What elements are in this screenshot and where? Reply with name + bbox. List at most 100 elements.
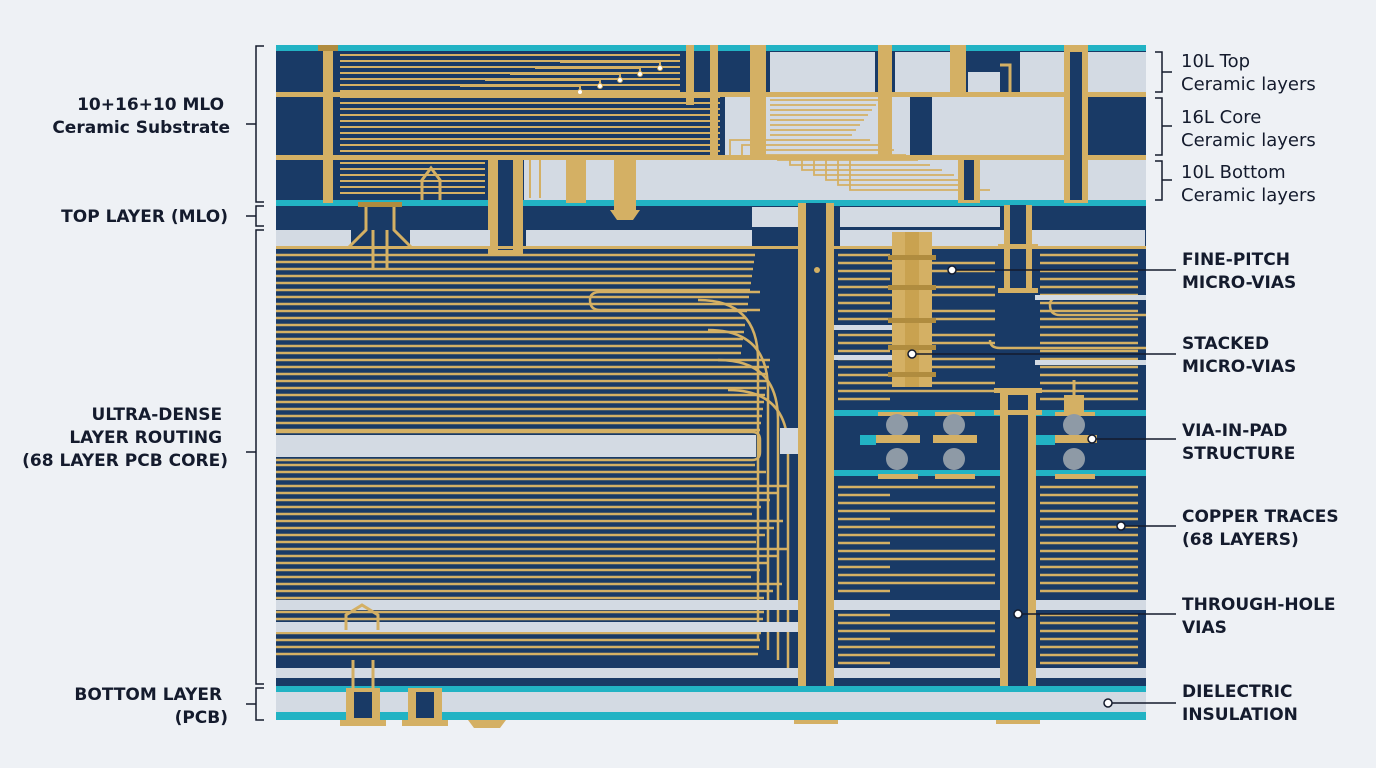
- bottom-ceramic-block: [980, 160, 1065, 200]
- via-ball: [1063, 448, 1085, 470]
- bracket-top-ceramic: [1155, 51, 1172, 93]
- label-top-ceramic: 10L Top Ceramic layers: [1181, 51, 1316, 95]
- mlo-via: [878, 45, 892, 155]
- left-labels: 10+16+10 MLO Ceramic Substrate TOP LAYER…: [22, 95, 230, 728]
- mlo-via-arrow: [420, 165, 442, 200]
- label-dielectric: DIELECTRIC INSULATION: [1182, 682, 1298, 725]
- label-through-hole-line1: THROUGH-HOLE: [1182, 595, 1336, 615]
- trace-end-dot: [617, 77, 623, 83]
- marker-dot: [1116, 521, 1126, 531]
- label-routing-line2: LAYER ROUTING: [69, 428, 222, 448]
- dielectric-strip: [780, 428, 802, 454]
- marker-dot: [814, 267, 820, 273]
- right-labels: 10L Top Ceramic layers 16L Core Ceramic …: [1181, 51, 1345, 725]
- mlo-via: [750, 45, 766, 155]
- label-core-ceramic-line2: Ceramic layers: [1181, 130, 1316, 151]
- top-ceramic-block: [770, 52, 875, 92]
- right-brackets: [1155, 51, 1172, 201]
- micro-via-ring: [888, 285, 936, 290]
- bottom-via-cap: [402, 720, 448, 726]
- label-through-hole-line2: VIAS: [1182, 618, 1227, 638]
- micro-via-ring: [888, 255, 936, 260]
- bottom-ceramic-block: [586, 160, 614, 200]
- bracket-mlo: [246, 45, 264, 203]
- mlo-via: [912, 97, 932, 155]
- label-copper-traces-line1: COPPER TRACES: [1182, 507, 1339, 527]
- top-layer-ceramic: [276, 230, 351, 246]
- label-fine-pitch-line1: FINE-PITCH: [1182, 250, 1290, 270]
- bottom-ceramic: [276, 692, 1146, 712]
- via-in-pad-stack: [1053, 412, 1097, 479]
- copper-trace: [460, 85, 581, 90]
- top-ceramic-block: [968, 72, 1000, 92]
- label-via-in-pad-line1: VIA-IN-PAD: [1182, 421, 1287, 441]
- trace-end-dot: [597, 83, 603, 89]
- mlo-staircase-traces: [729, 99, 990, 191]
- top-layer-ceramic: [840, 230, 1145, 246]
- pad: [876, 435, 920, 443]
- label-routing-line3: (68 LAYER PCB CORE): [22, 451, 228, 471]
- via-in-pad-cyan: [1035, 435, 1055, 445]
- marker-dot: [907, 349, 917, 359]
- mlo-ceramic-substrate: [276, 45, 1146, 255]
- mlo-via-cap: [318, 45, 338, 51]
- pad: [935, 412, 975, 416]
- micro-via-ring: [998, 244, 1038, 249]
- via-ball: [886, 414, 908, 436]
- copper-trace: [560, 61, 661, 66]
- label-routing-line1: ULTRA-DENSE: [92, 405, 223, 425]
- copper-trace-layers: [276, 253, 1146, 670]
- micro-via-ring: [998, 288, 1038, 293]
- dielectric-strip: [1035, 360, 1146, 365]
- label-bottom-layer-line1: BOTTOM LAYER: [74, 685, 222, 705]
- dielectric-strip: [276, 622, 806, 632]
- dielectric-strip: [832, 600, 1002, 610]
- copper-trace: [813, 155, 954, 176]
- label-top-ceramic-line1: 10L Top: [1181, 51, 1250, 72]
- via-in-pad-top: [1064, 395, 1084, 413]
- mlo-via-core: [1070, 52, 1082, 200]
- label-dielectric-line2: INSULATION: [1182, 705, 1298, 725]
- bracket-core-ceramic: [1155, 97, 1172, 156]
- mlo-vias: [318, 45, 1088, 255]
- bottom-via-core: [354, 692, 372, 718]
- label-bottom-ceramic-line1: 10L Bottom: [1181, 162, 1286, 183]
- marker-dot: [1087, 434, 1097, 444]
- label-via-in-pad: VIA-IN-PAD STRUCTURE: [1182, 421, 1295, 464]
- bottom-layer-pcb: [276, 603, 1146, 728]
- bracket-routing: [246, 229, 264, 685]
- mlo-via: [614, 155, 636, 210]
- bottom-via-cap: [340, 720, 386, 726]
- label-bottom-ceramic: 10L Bottom Ceramic layers: [1181, 162, 1316, 206]
- mlo-via-cone: [610, 210, 640, 220]
- annotation-markers: [814, 265, 1126, 708]
- through-hole-via-core: [1008, 395, 1028, 717]
- copper-trace: [741, 144, 882, 155]
- through-hole-via-ring: [994, 410, 1042, 415]
- pad: [1053, 435, 1097, 443]
- label-stacked: STACKED MICRO-VIAS: [1182, 334, 1296, 377]
- label-core-ceramic-line1: 16L Core: [1181, 107, 1261, 128]
- via-ball: [943, 414, 965, 436]
- core-ceramic-separator: [276, 155, 1146, 160]
- dielectric-strip: [276, 668, 1146, 678]
- copper-trace: [588, 290, 760, 312]
- pad: [1055, 412, 1095, 416]
- trace-end-dot: [637, 71, 643, 77]
- top-ceramic-block: [895, 52, 950, 92]
- label-bottom-layer: BOTTOM LAYER (PCB): [74, 685, 228, 728]
- bottom-via-trace: [344, 603, 380, 688]
- top-layer-ceramic: [752, 207, 798, 227]
- via-ball: [1063, 414, 1085, 436]
- pad: [878, 474, 918, 479]
- dielectric-strip: [1035, 600, 1146, 610]
- micro-via-ring: [888, 372, 936, 377]
- mlo-bottom-cyan: [276, 200, 1146, 206]
- trace-end-dot: [657, 65, 663, 71]
- label-top-ceramic-line2: Ceramic layers: [1181, 74, 1316, 95]
- copper-trace: [510, 73, 621, 78]
- core-ceramic-block: [932, 97, 1064, 155]
- label-copper-traces: COPPER TRACES (68 LAYERS): [1182, 507, 1345, 550]
- micro-via-ring: [888, 318, 936, 323]
- mlo-via-core: [964, 160, 974, 200]
